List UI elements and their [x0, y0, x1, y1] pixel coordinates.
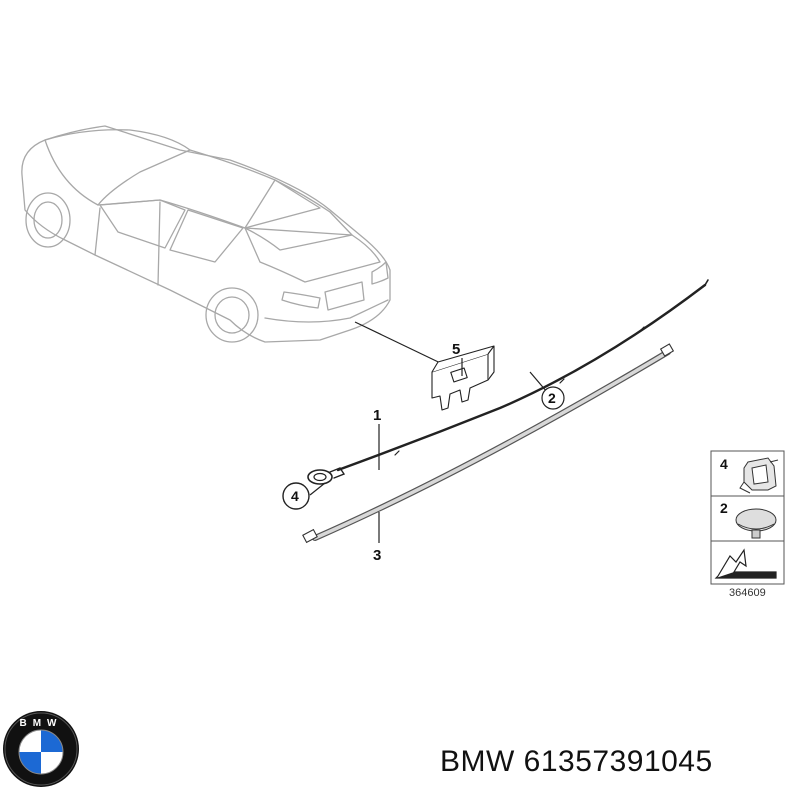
bracket-part: [431, 345, 495, 411]
plug-icon: [735, 508, 777, 539]
callout-2-circle: 2: [541, 386, 565, 410]
bmw-logo: BMW: [3, 711, 79, 787]
legend-label-clip: 4: [720, 456, 728, 472]
antenna-cable-part: [307, 279, 709, 485]
callout-4-circle: 4: [282, 482, 310, 510]
part-number-label: BMW 61357391045: [440, 745, 713, 778]
diagram-id: 364609: [729, 587, 766, 599]
car-outline: [21, 125, 391, 343]
clip-icon: [739, 457, 779, 494]
callout-1: 1: [373, 407, 381, 424]
direction-arrow-icon: [714, 548, 777, 579]
callout-3: 3: [373, 547, 381, 564]
callout-leaders: [309, 358, 548, 543]
logo-lettering: BMW: [20, 718, 63, 729]
legend-label-plug: 2: [720, 500, 728, 516]
callout-5: 5: [452, 341, 460, 358]
legend-panel: 4 2: [710, 450, 785, 585]
svg-text:2: 2: [548, 390, 556, 406]
svg-text:4: 4: [291, 488, 299, 504]
rod-part: [302, 343, 675, 544]
